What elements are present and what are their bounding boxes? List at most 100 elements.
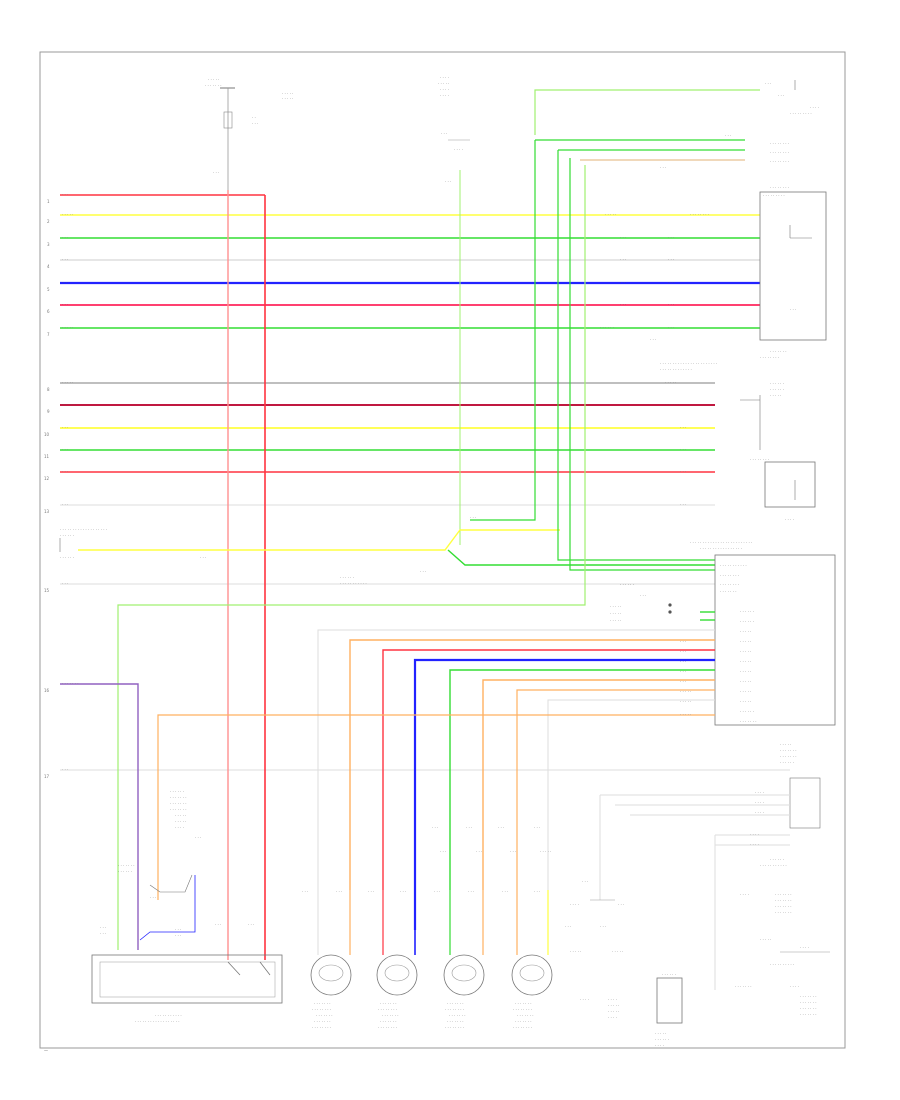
svg-text:. . .: . . .: [620, 256, 626, 261]
svg-text:. . .: . . .: [62, 424, 68, 429]
svg-text:. . .: . . .: [680, 446, 686, 451]
svg-text:15: 15: [44, 588, 50, 593]
svg-text:. . . . .: . . . . .: [208, 76, 219, 81]
svg-text:. . .: . . .: [765, 80, 771, 85]
svg-text:. . . . . . .: . . . . . . .: [314, 1018, 331, 1023]
svg-text:. . . . . . . . .: . . . . . . . . .: [790, 110, 812, 115]
center-connector: . . . . . . . . . . . . . . . . . . . . …: [438, 74, 470, 183]
sensor-rear-left: . . . . . . . . . . . . . . . . . . . . …: [434, 888, 485, 1029]
svg-text:. . .: . . .: [175, 932, 181, 937]
svg-text:. . .: . . .: [620, 234, 626, 239]
svg-text:. . . . . . . . . . . . . . .: . . . . . . . . . . . . . . . . . . .: [60, 526, 107, 531]
svg-text:. . . . . . .: . . . . . . .: [314, 1000, 331, 1005]
svg-text:. . .: . . .: [62, 279, 68, 284]
svg-text:. . . . . . . .: . . . . . . . .: [770, 149, 789, 154]
svg-text:. . . . .: . . . . .: [438, 80, 449, 85]
svg-text:. . . . . . . .: . . . . . . . .: [690, 211, 709, 216]
svg-text:9: 9: [47, 409, 50, 414]
svg-text:. . . . .: . . . . .: [740, 688, 751, 693]
svg-text:. . . . . . . .: . . . . . . . .: [445, 1006, 464, 1011]
svg-text:. . . . .: . . . . .: [608, 1008, 619, 1013]
svg-text:. . .: . . .: [640, 592, 646, 597]
svg-text:5: 5: [47, 287, 50, 292]
svg-text:. . .: . . .: [100, 930, 106, 935]
svg-text:. . .: . . .: [680, 468, 686, 473]
svg-text:. . .: . . .: [725, 132, 731, 137]
svg-text:. . .: . . .: [62, 580, 68, 585]
svg-text:. . . .: . . . .: [580, 996, 589, 1001]
svg-text:. . . .: . . . .: [790, 983, 799, 988]
svg-text:. . . . .: . . . . .: [740, 638, 751, 643]
top-right-ground: . . . . . . . . . . . . . . . . . . .: [765, 80, 819, 115]
svg-text:. . . .: . . . .: [440, 74, 449, 79]
svg-text:. . . . .: . . . . .: [740, 628, 751, 633]
svg-text:3: 3: [47, 242, 50, 247]
svg-text:. . .: . . .: [62, 468, 68, 473]
svg-text:. . .: . . .: [368, 888, 374, 893]
svg-text:. . . .: . . . .: [440, 86, 449, 91]
svg-text:. . .: . . .: [618, 901, 624, 906]
svg-text:. . .: . . .: [510, 848, 516, 853]
svg-text:. . . .: . . . .: [755, 789, 764, 794]
svg-text:. . .: . . .: [680, 638, 686, 643]
svg-text:. . .: . . .: [213, 169, 219, 174]
svg-text:. . . . . .: . . . . . .: [655, 1036, 669, 1041]
svg-text:. . . . . .: . . . . . .: [620, 581, 634, 586]
svg-text:. . .: . . .: [582, 878, 588, 883]
svg-text:. . . . .: . . . . .: [612, 948, 623, 953]
svg-text:. . . . . .: . . . . . .: [770, 856, 784, 861]
svg-text:. . . . . . . .: . . . . . . . .: [312, 1024, 331, 1029]
svg-text:. . . .: . . . .: [655, 1042, 664, 1047]
svg-text:. . .: . . .: [62, 256, 68, 261]
svg-text:. . . . . . .: . . . . . . .: [62, 680, 79, 685]
svg-text:. . . . . . .: . . . . . . .: [447, 1018, 464, 1023]
svg-text:. . . . . .: . . . . . .: [770, 386, 784, 391]
svg-text:. . . . . . . . . . .: . . . . . . . . . . .: [760, 862, 787, 867]
svg-text:. . .: . . .: [215, 921, 221, 926]
svg-text:. . . . . . . . . .: . . . . . . . . . .: [770, 961, 794, 966]
svg-text:. . .: . . .: [200, 554, 206, 559]
svg-text:. . . . . . . . . . .: . . . . . . . . . . .: [340, 580, 367, 585]
svg-text:. . . . . . . . . . . . . . .: . . . . . . . . . . . . . . . . . .: [135, 1018, 180, 1023]
svg-text:. . .: . . .: [668, 324, 674, 329]
svg-text:. . . . . . .: . . . . . . .: [800, 999, 817, 1004]
svg-text:. . . . . . . .: . . . . . . . .: [513, 1024, 532, 1029]
svg-text:4: 4: [47, 264, 50, 269]
left-sensor-connector: . . . . . . . . . . . . . . . . . . . . …: [59, 514, 715, 585]
svg-text:2: 2: [47, 219, 50, 224]
svg-text:11: 11: [44, 454, 50, 459]
svg-text:. . . . . . . .: . . . . . . . .: [720, 581, 739, 586]
svg-text:. . . .: . . . .: [810, 104, 819, 109]
top-green-wires: . . . . . . . . . . . . . . . . . . . . …: [534, 89, 789, 169]
svg-text:. . .: . . .: [175, 926, 181, 931]
svg-text:. . .: . . .: [466, 824, 472, 829]
bottom-right-components: . . . . . . . . . . . . . . . . . . . . …: [565, 741, 830, 1047]
svg-text:. . . . .: . . . . .: [605, 211, 616, 216]
svg-text:. . . . . .: . . . . . .: [740, 618, 754, 623]
svg-text:. . . . . . . .: . . . . . . . .: [378, 1006, 397, 1011]
svg-text:. . . .: . . . .: [755, 799, 764, 804]
svg-text:. . .: . . .: [434, 888, 440, 893]
svg-text:. . .: . . .: [660, 164, 666, 169]
svg-text:. . . . . . . .: . . . . . . . .: [513, 1006, 532, 1011]
svg-text:. . . . .: . . . . .: [740, 678, 751, 683]
sensor-rear-right: . . . . . . . . . . . . . . . . . . . . …: [502, 888, 553, 1029]
svg-text:. . . . .: . . . . .: [655, 1030, 666, 1035]
svg-text:. . . . . . .: . . . . . . .: [170, 800, 187, 805]
svg-text:. . . . .: . . . . .: [740, 648, 751, 653]
svg-text:. . . . . . . .: . . . . . . . .: [760, 354, 779, 359]
svg-text:. . . . .: . . . . .: [780, 741, 791, 746]
svg-text:. . .: . . .: [62, 301, 68, 306]
svg-text:. . . . .: . . . . .: [608, 1002, 619, 1007]
svg-text:. . .: . . .: [252, 120, 258, 125]
svg-text:. . . . . .: . . . . . .: [600, 324, 614, 329]
svg-text:. . . .: . . . .: [785, 516, 794, 521]
svg-text:. . .: . . .: [441, 130, 447, 135]
svg-text:. . . . . . . .: . . . . . . . .: [445, 1024, 464, 1029]
svg-text:. . . . . . .: . . . . . . .: [118, 862, 135, 867]
svg-text:. . . . . .: . . . . . .: [665, 401, 679, 406]
svg-text:. . . . .: . . . . .: [175, 818, 186, 823]
svg-text:. . .: . . .: [195, 834, 201, 839]
right-sensor-group: . . . . . . . . . . . . . . . . . . . . …: [740, 380, 816, 521]
